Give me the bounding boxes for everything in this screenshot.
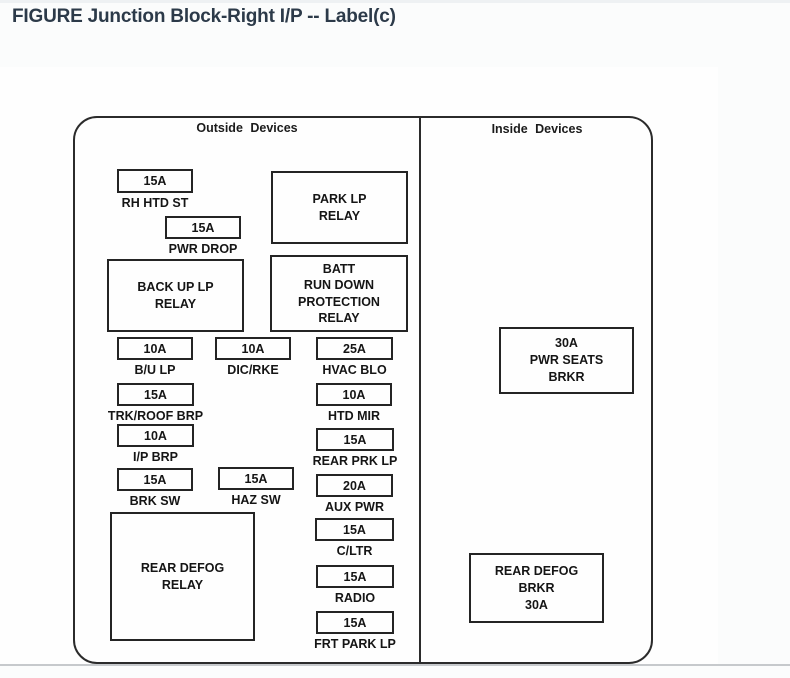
fuse-box: 10A	[316, 383, 392, 406]
fuse-aux-pwr: 20A AUX PWR	[316, 474, 393, 514]
fuse-label: BRK SW	[129, 494, 181, 508]
fuse-box: 10A	[117, 424, 194, 447]
relay-line: RUN DOWN	[303, 278, 375, 292]
fuse-box: 15A	[315, 518, 394, 541]
fuse-label: RH HTD ST	[121, 196, 189, 210]
fuse-dic-rke: 10A DIC/RKE	[215, 337, 291, 377]
relay-line: RELAY	[318, 208, 361, 223]
fuse-amp: 15A	[343, 432, 367, 447]
relay-line: 30A	[525, 597, 548, 612]
fuse-trk-roof-brp: 15A TRK/ROOF BRP	[108, 383, 203, 423]
fuse-amp: 20A	[343, 478, 366, 493]
fuse-label: HVAC BLO	[322, 363, 387, 377]
fuse-box: 10A	[215, 337, 291, 360]
outside-devices-header: Outside Devices	[196, 121, 298, 135]
fuse-haz-sw: 15A HAZ SW	[218, 467, 294, 507]
batt-run-down-protection-relay: BATT RUN DOWN PROTECTION RELAY	[270, 255, 408, 332]
relay-line: BACK UP LP	[137, 279, 214, 294]
fuse-radio: 15A RADIO	[316, 565, 394, 605]
fuse-label: B/U LP	[134, 363, 176, 377]
fuse-amp: 15A	[343, 522, 366, 537]
fuse-amp: 15A	[191, 220, 215, 235]
fuse-label: REAR PRK LP	[312, 454, 398, 468]
relay-line: REAR DEFOG	[140, 560, 225, 575]
top-rule	[0, 0, 790, 3]
fuse-pwr-drop: 15A PWR DROP	[165, 216, 241, 256]
fuse-box: 20A	[316, 474, 393, 497]
park-lp-relay: PARK LP RELAY	[271, 171, 408, 244]
rear-defog-relay: REAR DEFOG RELAY	[110, 512, 255, 641]
fuse-box: 15A	[117, 468, 193, 491]
fuse-amp: 15A	[343, 569, 367, 584]
fuse-amp: 10A	[143, 341, 167, 356]
fuse-label: FRT PARK LP	[314, 637, 396, 651]
fuse-amp: 10A	[241, 341, 265, 356]
fuse-box: 15A	[165, 216, 241, 239]
fuse-label: TRK/ROOF BRP	[107, 409, 204, 423]
fuse-htd-mir: 10A HTD MIR	[316, 383, 392, 423]
back-up-lp-relay: BACK UP LP RELAY	[107, 259, 244, 332]
fuse-brk-sw: 15A BRK SW	[117, 468, 193, 508]
fuse-label: PWR DROP	[168, 242, 238, 256]
inside-devices-header: Inside Devices	[491, 122, 583, 136]
fuse-amp: 10A	[342, 387, 366, 402]
fuse-rear-prk-lp: 15A REAR PRK LP	[313, 428, 397, 468]
fuse-box: 15A	[316, 428, 394, 451]
pwr-seats-breaker: 30A PWR SEATS BRKR	[499, 327, 634, 394]
fuse-amp: 15A	[143, 174, 167, 188]
junction-block-outline	[73, 116, 653, 664]
fuse-amp: 25A	[343, 341, 366, 356]
fuse-box: 15A	[316, 611, 394, 634]
fuse-box: 15A	[117, 383, 194, 406]
fuse-box: 10A	[117, 337, 193, 360]
relay-line: PWR SEATS	[529, 353, 604, 367]
fuse-label: HAZ SW	[231, 493, 281, 507]
fuse-amp: 15A	[144, 387, 167, 402]
section-divider-line	[419, 117, 421, 663]
relay-line: BRKR	[548, 370, 585, 384]
fuse-frt-park-lp: 15A FRT PARK LP	[314, 611, 396, 651]
fuse-amp: 10A	[144, 428, 167, 443]
fuse-box: 15A	[218, 467, 294, 490]
fuse-amp: 15A	[343, 615, 367, 630]
fuse-box: 25A	[316, 337, 393, 360]
fuse-label: C/LTR	[336, 544, 373, 558]
fuse-rh-htd-st: 15A RH HTD ST	[117, 169, 193, 210]
relay-line: RELAY	[318, 311, 360, 325]
fuse-cltr: 15A C/LTR	[315, 518, 394, 558]
relay-line: BRKR	[518, 580, 555, 595]
page-title: FIGURE Junction Block-Right I/P -- Label…	[12, 6, 396, 27]
relay-line: RELAY	[154, 296, 197, 311]
fuse-label: RADIO	[334, 591, 376, 605]
relay-line: BATT	[322, 261, 356, 276]
relay-line: 30A	[555, 336, 578, 350]
fuse-box: 15A	[117, 169, 193, 193]
fuse-box: 15A	[316, 565, 394, 588]
fuse-amp: 15A	[244, 471, 268, 486]
fuse-label: AUX PWR	[324, 500, 385, 514]
relay-line: RELAY	[161, 577, 204, 592]
rear-defog-breaker: REAR DEFOG BRKR 30A	[469, 553, 604, 623]
fuse-label: I/P BRP	[133, 450, 178, 464]
fuse-hvac-blo: 25A HVAC BLO	[316, 337, 393, 377]
fuse-label: DIC/RKE	[227, 363, 279, 377]
relay-line: PARK LP	[312, 191, 367, 206]
fuse-bu-lp: 10A B/U LP	[117, 337, 193, 377]
fuse-label: HTD MIR	[327, 409, 381, 423]
fuse-amp: 15A	[143, 472, 167, 487]
bottom-rule	[0, 664, 790, 666]
relay-line: REAR DEFOG	[494, 563, 579, 578]
relay-line: PROTECTION	[298, 294, 380, 309]
fuse-ip-brp: 10A I/P BRP	[117, 424, 194, 464]
